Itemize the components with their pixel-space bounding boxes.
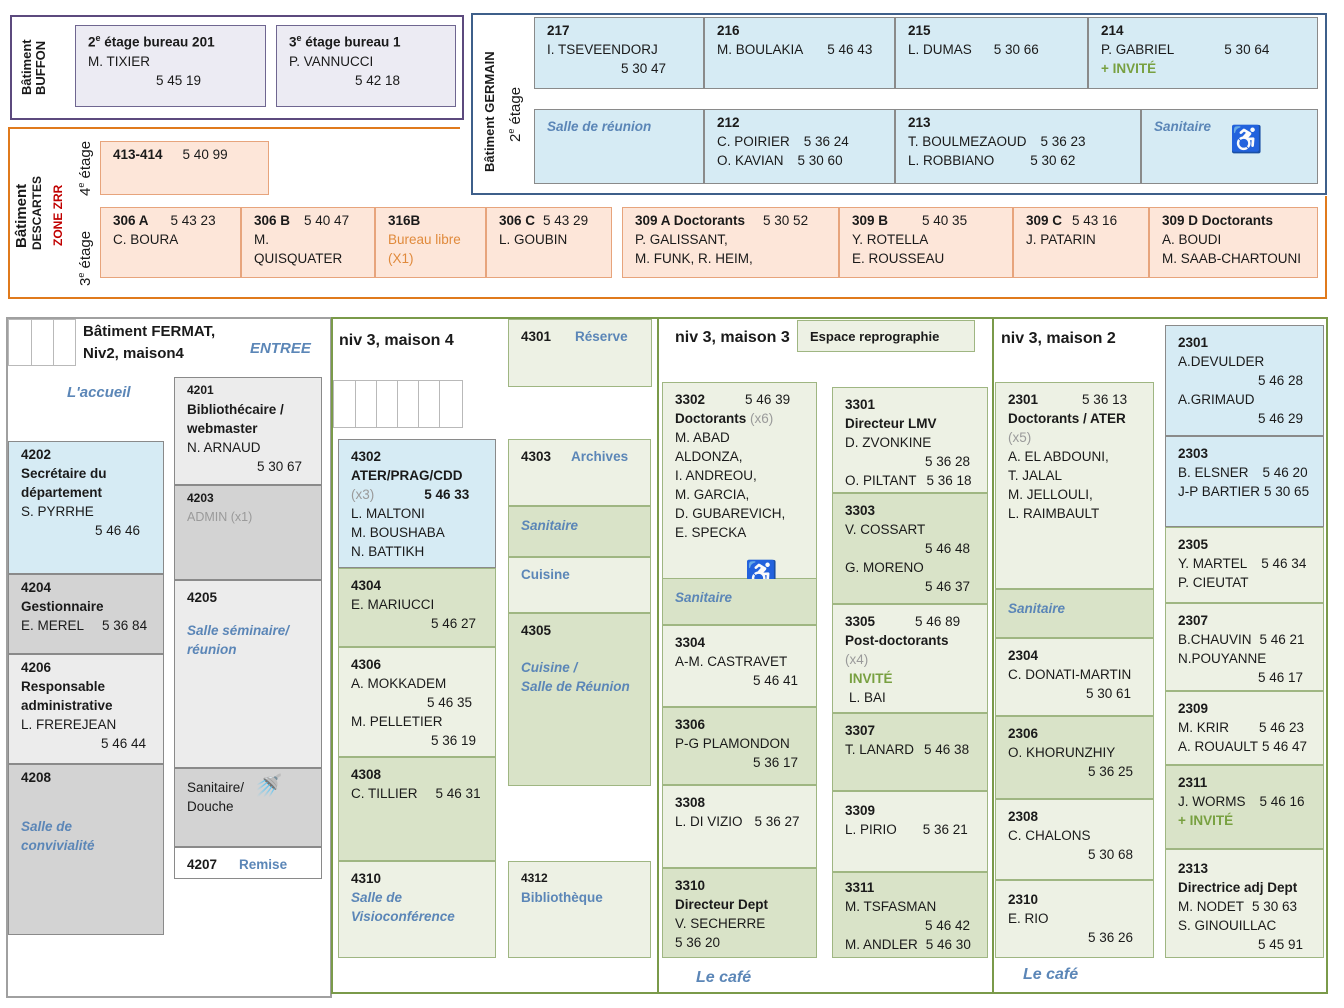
fermat-title: Bâtiment FERMAT, Niv2, maison4 bbox=[83, 323, 216, 362]
room-4304[interactable]: 4304 E. MARIUCCI 5 46 27 bbox=[338, 568, 496, 647]
descartes-top-border bbox=[8, 127, 460, 129]
guest-badge: + INVITÉ bbox=[1101, 61, 1157, 76]
guest-badge: INVITÉ bbox=[849, 671, 893, 686]
maison-3-sanitaire[interactable]: Sanitaire bbox=[662, 579, 817, 625]
room-3306[interactable]: 3306 P-G PLAMONDON 5 36 17 bbox=[662, 707, 817, 785]
buffon-label: Bâtiment BUFFON bbox=[19, 39, 48, 95]
zrr-label: ZONE ZRR bbox=[51, 184, 65, 246]
maison-4-stairs bbox=[333, 380, 463, 428]
descartes-building bbox=[8, 127, 1327, 299]
room-4205[interactable]: 4205 Salle séminaire/ réunion bbox=[174, 580, 322, 768]
room-4202[interactable]: 4202 Secrétaire du département S. PYRRHE… bbox=[8, 441, 164, 574]
descartes-right-border bbox=[1325, 196, 1327, 299]
room-2308[interactable]: 2308 C. CHALONS 5 30 68 bbox=[995, 799, 1154, 880]
room-4302[interactable]: 4302 ATER/PRAG/CDD (x3)5 46 33 L. MALTON… bbox=[338, 439, 496, 568]
room-buffon-201[interactable]: 2e étage bureau 201 M. TIXIER 5 45 19 bbox=[75, 25, 266, 107]
maison-4-sanitaire[interactable]: Sanitaire bbox=[508, 506, 651, 557]
room-2301[interactable]: 2301 A.DEVULDER 5 46 28 A.GRIMAUD 5 46 2… bbox=[1165, 325, 1324, 436]
maison-2-cafe: Le café bbox=[1023, 966, 1079, 983]
germain-sanitaire[interactable]: Sanitaire ♿ bbox=[1141, 109, 1318, 184]
entree-label: ENTREE bbox=[250, 340, 311, 357]
maison-2-sanitaire[interactable]: Sanitaire bbox=[995, 589, 1154, 638]
espace-reprographie[interactable]: Espace reprographie bbox=[797, 320, 975, 352]
room-4310[interactable]: 4310 Salle de Visioconférence bbox=[338, 861, 496, 958]
entrance-stairs bbox=[8, 319, 76, 366]
room-4306[interactable]: 4306 A. MOKKADEM 5 46 35 M. PELLETIER 5 … bbox=[338, 647, 496, 757]
descartes-label-2: DESCARTES bbox=[30, 175, 44, 250]
room-4203[interactable]: 4203 ADMIN (x1) bbox=[174, 485, 322, 580]
maison-3-title: niv 3, maison 3 bbox=[675, 329, 790, 346]
room-3303[interactable]: 3303 V. COSSART 5 46 48 G. MORENO 5 46 3… bbox=[832, 493, 988, 604]
germain-meeting-room[interactable]: Salle de réunion bbox=[534, 109, 704, 184]
room-2306[interactable]: 2306 O. KHORUNZHIY 5 36 25 bbox=[995, 716, 1154, 799]
room-4208[interactable]: 4208 Salle de convivialité bbox=[8, 764, 164, 935]
descartes-floor-3: 3e étage bbox=[76, 230, 94, 286]
wheelchair-icon: ♿ bbox=[1230, 124, 1263, 154]
room-3301[interactable]: 3301 Directeur LMV D. ZVONKINE 5 36 28 O… bbox=[832, 387, 988, 493]
room-2310[interactable]: 2310 E. RIO 5 36 26 bbox=[995, 880, 1154, 958]
room-4201[interactable]: 4201 Bibliothécaire / webmaster N. ARNAU… bbox=[174, 377, 322, 485]
descartes-label: Bâtiment bbox=[13, 183, 30, 248]
room-309d[interactable]: 309 D Doctorants A. BOUDI M. SAAB-CHARTO… bbox=[1149, 207, 1318, 278]
buffon-building bbox=[10, 15, 464, 120]
room-buffon-1[interactable]: 3e étage bureau 1 P. VANNUCCI 5 42 18 bbox=[276, 25, 456, 107]
accueil-label: L'accueil bbox=[67, 384, 131, 401]
room-2304[interactable]: 2304 C. DONATI-MARTIN 5 30 61 bbox=[995, 638, 1154, 716]
room-4312[interactable]: 4312 Bibliothèque bbox=[508, 861, 651, 958]
descartes-floor-4: 4e étage bbox=[76, 140, 94, 196]
room-316b[interactable]: 316B Bureau libre (X1) bbox=[375, 207, 486, 278]
room-3304[interactable]: 3304 A-M. CASTRAVET 5 46 41 bbox=[662, 625, 817, 707]
maison-4-cuisine[interactable]: Cuisine bbox=[508, 557, 651, 613]
room-4305[interactable]: 4305 Cuisine / Salle de Réunion bbox=[508, 613, 651, 786]
fermat-sanitaire-douche[interactable]: Sanitaire/ Douche 🚿 bbox=[174, 768, 322, 847]
maison-4-title: niv 3, maison 4 bbox=[339, 332, 454, 349]
room-217[interactable]: 217 I. TSEVEENDORJ 5 30 47 bbox=[534, 17, 704, 89]
shower-icon: 🚿 bbox=[255, 773, 283, 798]
germain-building bbox=[471, 13, 1327, 195]
maison-3-cafe: Le café bbox=[696, 969, 752, 986]
room-3310[interactable]: 3310 Directeur Dept V. SECHERRE 5 36 20 bbox=[662, 868, 817, 958]
guest-badge: + INVITÉ bbox=[1178, 813, 1234, 828]
maison-2-title: niv 3, maison 2 bbox=[1001, 330, 1116, 347]
room-4206[interactable]: 4206 Responsable administrative L. FRERE… bbox=[8, 654, 164, 764]
maison-2 bbox=[992, 317, 1328, 994]
